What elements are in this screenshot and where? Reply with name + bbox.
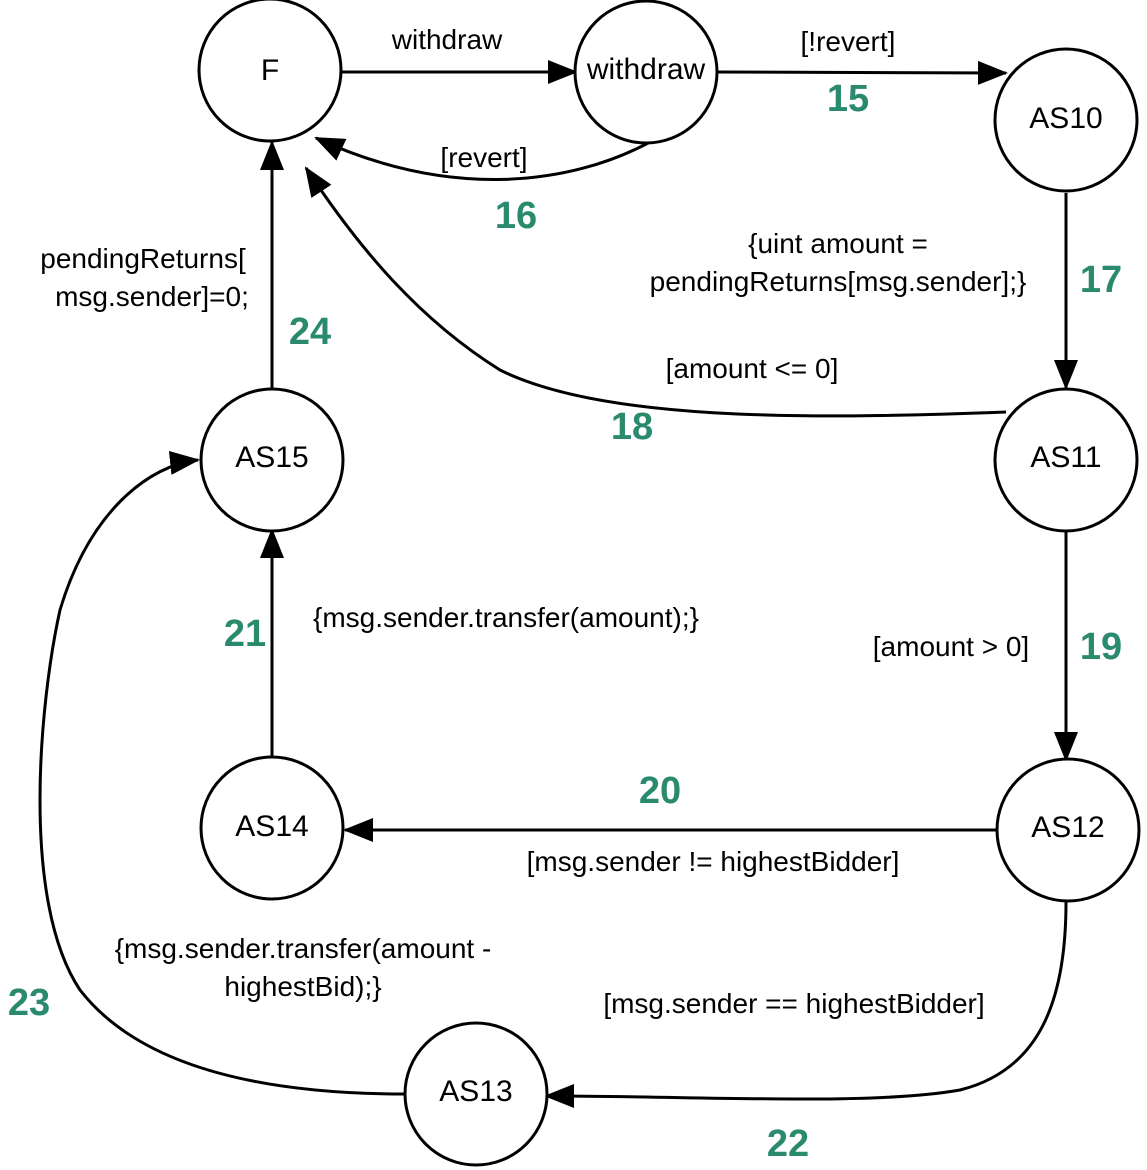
edges xyxy=(38,60,1078,1109)
number-18: 18 xyxy=(611,406,653,448)
number-24: 24 xyxy=(289,311,331,353)
number-16: 16 xyxy=(495,195,537,237)
label-sender-neq-highest: [msg.sender != highestBidder] xyxy=(527,846,900,877)
label-revert: [revert] xyxy=(440,142,527,173)
edge-18-as11-to-f xyxy=(304,166,1007,418)
svg-text:AS15: AS15 xyxy=(235,441,308,474)
number-22: 22 xyxy=(767,1123,809,1165)
edge-22-as12-to-as13 xyxy=(544,901,1068,1109)
number-19: 19 xyxy=(1080,626,1122,668)
svg-text:AS12: AS12 xyxy=(1031,811,1104,844)
svg-text:AS13: AS13 xyxy=(439,1075,512,1108)
svg-text:AS11: AS11 xyxy=(1030,441,1101,474)
node-as10: AS10 xyxy=(993,47,1139,193)
number-17: 17 xyxy=(1080,259,1122,301)
label-uint-amount-line2: pendingReturns[msg.sender];} xyxy=(650,266,1027,297)
node-as13: AS13 xyxy=(403,1021,549,1167)
label-not-revert: [!revert] xyxy=(801,26,896,57)
svg-text:AS14: AS14 xyxy=(235,810,308,843)
node-as11: AS11 xyxy=(993,387,1139,533)
label-amount-lte-0: [amount <= 0] xyxy=(666,353,839,384)
label-sender-eq-highest: [msg.sender == highestBidder] xyxy=(603,988,984,1019)
label-withdraw-event: withdraw xyxy=(391,24,503,55)
edge-labels: withdraw [!revert] 15 [revert] 16 {uint … xyxy=(8,24,1122,1165)
node-as15: AS15 xyxy=(199,387,345,533)
number-20: 20 xyxy=(639,770,681,812)
node-as12: AS12 xyxy=(995,757,1141,903)
number-21: 21 xyxy=(224,613,266,655)
nodes: F withdraw AS10 AS11 AS12 AS13 AS14 AS1 xyxy=(197,0,1141,1167)
label-transfer-amount: {msg.sender.transfer(amount);} xyxy=(313,602,699,633)
edge-15-withdraw-to-as10 xyxy=(717,60,1008,85)
number-15: 15 xyxy=(827,78,869,120)
edge-23-as13-to-as15 xyxy=(38,450,406,1096)
number-23: 23 xyxy=(8,982,50,1024)
svg-text:withdraw: withdraw xyxy=(586,53,706,86)
label-pending-returns-line1: pendingReturns[ xyxy=(40,243,246,274)
svg-text:F: F xyxy=(261,54,279,87)
label-amount-gt-0: [amount > 0] xyxy=(873,631,1029,662)
svg-text:AS10: AS10 xyxy=(1029,102,1102,135)
label-transfer-minus-line1: {msg.sender.transfer(amount - xyxy=(115,933,492,964)
edge-16-withdraw-to-f xyxy=(314,136,651,181)
node-withdraw: withdraw xyxy=(573,0,719,145)
label-transfer-minus-line2: highestBid);} xyxy=(224,971,381,1002)
label-uint-amount-line1: {uint amount = xyxy=(748,228,928,259)
label-pending-returns-line2: msg.sender]=0; xyxy=(55,281,249,312)
node-f: F xyxy=(197,0,343,143)
node-as14: AS14 xyxy=(199,755,345,901)
